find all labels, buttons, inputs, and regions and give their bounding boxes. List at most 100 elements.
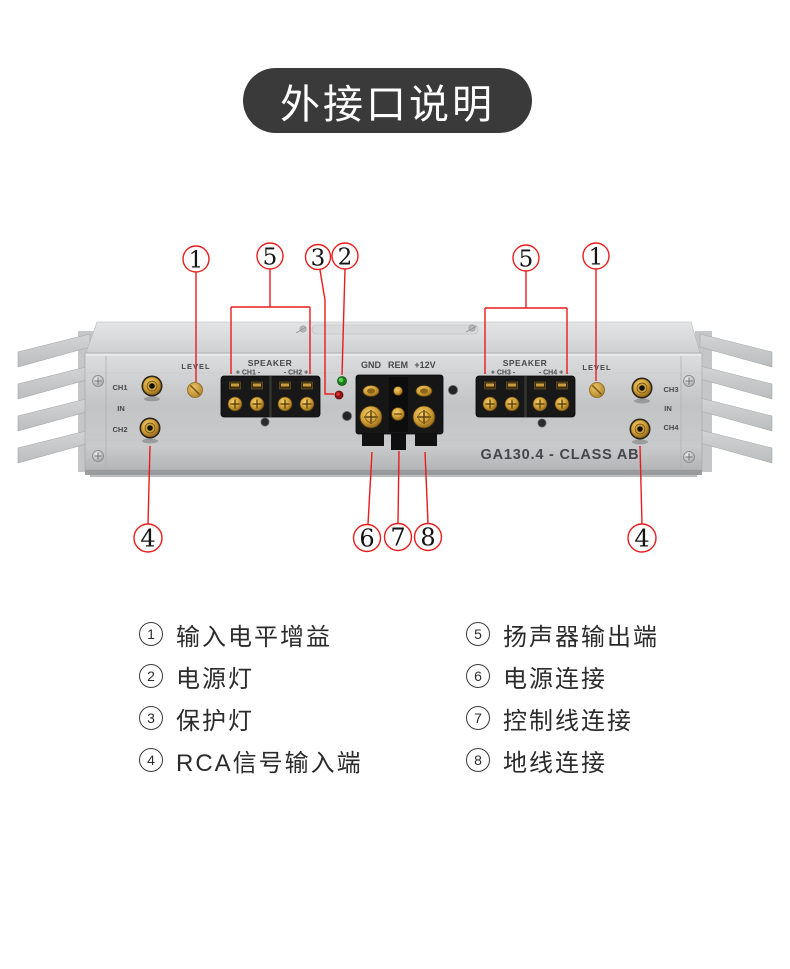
protect-led-glint	[336, 392, 340, 396]
leader-line-4-left	[147, 445, 151, 525]
legend-item: 2 电源灯	[139, 662, 254, 693]
speaker-terminal	[532, 381, 548, 412]
callout-marker-8: 8	[413, 522, 443, 552]
panel-screw-icon	[537, 418, 547, 428]
callout-number: 4	[140, 525, 155, 553]
amp-top-plate	[311, 324, 479, 335]
legend-item: 3 保护灯	[139, 704, 254, 735]
callout-marker-5: 5	[512, 244, 540, 272]
rca-jack-ch2	[139, 417, 161, 444]
callout-marker-2: 2	[331, 242, 359, 270]
status-leds	[334, 376, 347, 400]
leader-bracket-5-left	[230, 269, 311, 374]
legend-label: 控制线连接	[503, 707, 633, 735]
model-name: GA130.4 - CLASS AB	[481, 447, 640, 463]
legend-label: 电源灯	[176, 665, 254, 693]
plus12v-terminal	[412, 385, 436, 429]
legend-item: 4 RCA信号输入端	[139, 746, 363, 777]
panel-screw-icon	[448, 385, 458, 395]
ch4-label: CH4	[663, 423, 679, 432]
power-terminals: GND REM +12V	[355, 360, 444, 450]
speaker-terminal	[227, 381, 243, 412]
panel-screw-icon	[342, 411, 352, 421]
title-banner: 外接口说明	[243, 68, 532, 133]
amplifier-diagram: CH1 IN CH2 LEVEL SPEAKER + CH1 - - CH2 +	[0, 240, 790, 575]
legend-label: 保护灯	[176, 707, 254, 735]
rem-terminal	[391, 386, 405, 421]
callout-number: 5	[519, 246, 534, 272]
callout-number: 4	[634, 525, 649, 553]
power-block-tab	[391, 434, 406, 450]
callout-markers-top: 1 5 3 2 5 1	[182, 242, 610, 273]
callout-marker-1: 1	[182, 245, 210, 273]
callout-number: 1	[589, 244, 604, 270]
ch3-label: CH3	[663, 385, 678, 394]
screw-icon	[92, 375, 104, 387]
leader-line-7	[397, 450, 400, 524]
legend-number: 6	[466, 664, 490, 688]
leader-line-3	[319, 269, 334, 395]
callout-number: 8	[420, 524, 435, 552]
rca-input-left: CH1 IN CH2	[112, 375, 163, 444]
gnd-label: GND	[361, 360, 382, 370]
leader-bracket-5-right	[484, 271, 568, 374]
speaker-pins-label: + CH3 -	[491, 370, 516, 377]
callout-marker-5: 5	[256, 242, 284, 270]
callout-markers-bottom: 4 6 7 8 4	[133, 522, 657, 553]
callout-number: 2	[338, 244, 353, 270]
legend-label: 电源连接	[503, 665, 607, 693]
legend-label: 地线连接	[503, 749, 607, 777]
legend-item: 8 地线连接	[466, 746, 607, 777]
speaker-terminal	[554, 381, 570, 412]
speaker-pins-label: - CH2 +	[284, 370, 308, 377]
speaker-terminal	[504, 381, 520, 412]
legend-number: 2	[139, 664, 163, 688]
corner-screws	[92, 375, 695, 463]
callout-number: 7	[390, 524, 405, 552]
callout-marker-4: 4	[133, 523, 163, 553]
legend-number: 8	[466, 748, 490, 772]
speaker-label: SPEAKER	[503, 358, 548, 368]
legend-number: 7	[466, 706, 490, 730]
speaker-terminal	[482, 381, 498, 412]
callout-marker-1: 1	[582, 242, 610, 270]
leader-line-8	[424, 451, 429, 524]
legend-label: 输入电平增益	[176, 623, 332, 651]
rem-label: REM	[388, 360, 408, 370]
legend-number: 3	[139, 706, 163, 730]
speaker-pins-label: + CH1 -	[236, 370, 261, 377]
top-latch-mark	[465, 325, 478, 333]
ch1-label: CH1	[112, 383, 127, 392]
panel-bottom-shadow	[90, 475, 697, 477]
callout-leader-lines	[147, 268, 643, 525]
rca-jack-ch3	[631, 377, 653, 404]
callout-marker-3: 3	[304, 243, 332, 271]
callout-number: 5	[263, 244, 278, 270]
legend-item: 1 输入电平增益	[139, 620, 332, 651]
power-led-glint	[338, 377, 344, 383]
heatsink-fin	[699, 333, 773, 368]
callout-number: 3	[311, 245, 326, 271]
callout-marker-6: 6	[352, 523, 382, 553]
panel-screw-icon	[260, 417, 270, 427]
heatsink-right	[695, 331, 773, 472]
rca-jack-ch1	[141, 375, 163, 402]
level-label: LEVEL	[582, 363, 611, 372]
power-block-tab	[415, 434, 437, 446]
page-title: 外接口说明	[280, 82, 495, 127]
legend-item: 7 控制线连接	[466, 704, 633, 735]
callout-number: 6	[359, 525, 374, 553]
callout-marker-4: 4	[627, 523, 657, 553]
speaker-terminal	[249, 381, 265, 412]
speaker-label: SPEAKER	[248, 358, 293, 368]
legend-label: 扬声器输出端	[503, 623, 659, 651]
in-label: IN	[117, 404, 125, 413]
leader-line-6	[367, 451, 373, 525]
power-block-recess	[389, 377, 408, 432]
speaker-terminal	[277, 381, 293, 412]
rca-input-right: CH3 IN CH4	[629, 377, 679, 445]
callout-marker-7: 7	[383, 522, 413, 552]
rca-jack-ch4	[629, 418, 651, 445]
gnd-terminal	[359, 385, 383, 429]
panel-bottom-lip	[85, 470, 702, 475]
